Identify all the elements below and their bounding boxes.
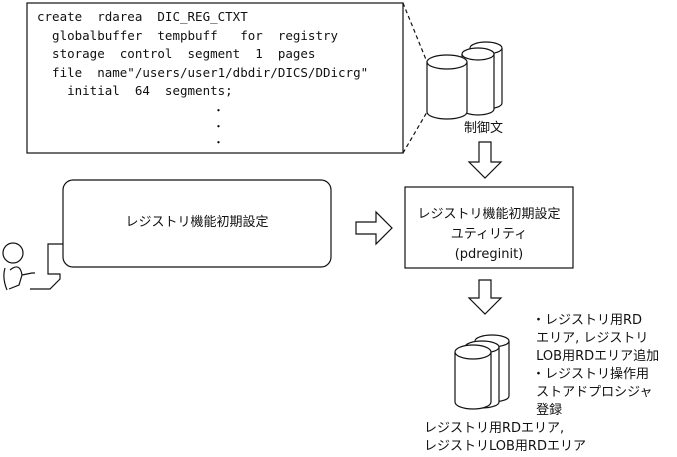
control-statement-code: create rdarea DIC_REG_CTXT globalbuffer …: [37, 8, 368, 101]
utility-command: (pdreginit): [454, 247, 524, 262]
ellipsis-dot: ・: [213, 104, 224, 117]
rdarea-label: レジストリ用RDエリア, レジストリLOB用RDエリア: [424, 420, 586, 456]
rdarea-cylinder-icon: [454, 334, 510, 410]
user-action-label: レジストリ機能初期設定: [125, 215, 269, 230]
down-arrow-icon: [467, 141, 503, 179]
utility-name: レジストリ機能初期設定: [417, 207, 561, 222]
utility-type: ユティリティ: [450, 227, 528, 242]
dashed-connector: [402, 2, 428, 63]
result-bullets: ・レジストリ用RD エリア, レジストリ LOB用RDエリア追加・レジストリ操作…: [532, 312, 659, 420]
code-line: create rdarea DIC_REG_CTXT: [37, 9, 248, 24]
control-statement-label: 制御文: [464, 121, 504, 136]
rdarea-label-line: レジストリ用RDエリア,: [424, 421, 565, 436]
bullet-line: ・レジストリ用RD: [532, 313, 643, 328]
user-icon: [2, 242, 63, 291]
utility-box: [404, 186, 574, 269]
rdarea-label-line: レジストリLOB用RDエリア: [424, 439, 586, 454]
ellipsis-dot: ・: [213, 120, 224, 133]
ellipsis-dot: ・: [213, 136, 224, 149]
bullet-line: ・レジストリ操作用: [532, 367, 650, 382]
bullet-line: LOB用RDエリア追加: [532, 349, 660, 364]
user-action-box: [62, 179, 332, 268]
ellipsis: ・・・: [213, 103, 224, 151]
bullet-line: ストアドプロシジャ: [532, 385, 653, 400]
dashed-connector: [402, 111, 428, 154]
code-line: globalbuffer tempbuff for registry: [37, 27, 339, 43]
bullet-line: エリア, レジストリ: [532, 331, 649, 346]
code-line: initial 64 segments;: [37, 83, 233, 98]
code-line: file name"/users/user1/dbdir/DICS/DDicrg…: [37, 64, 369, 80]
bullet-line: 登録: [532, 403, 563, 418]
code-box: [26, 2, 404, 154]
right-arrow-icon: [355, 210, 393, 246]
code-line: storage control segment 1 pages: [37, 46, 316, 61]
utility-label: レジストリ機能初期設定ユティリティ (pdreginit): [405, 205, 573, 265]
down-arrow-icon: [467, 279, 503, 315]
control-file-cylinder-icon: [426, 41, 503, 120]
